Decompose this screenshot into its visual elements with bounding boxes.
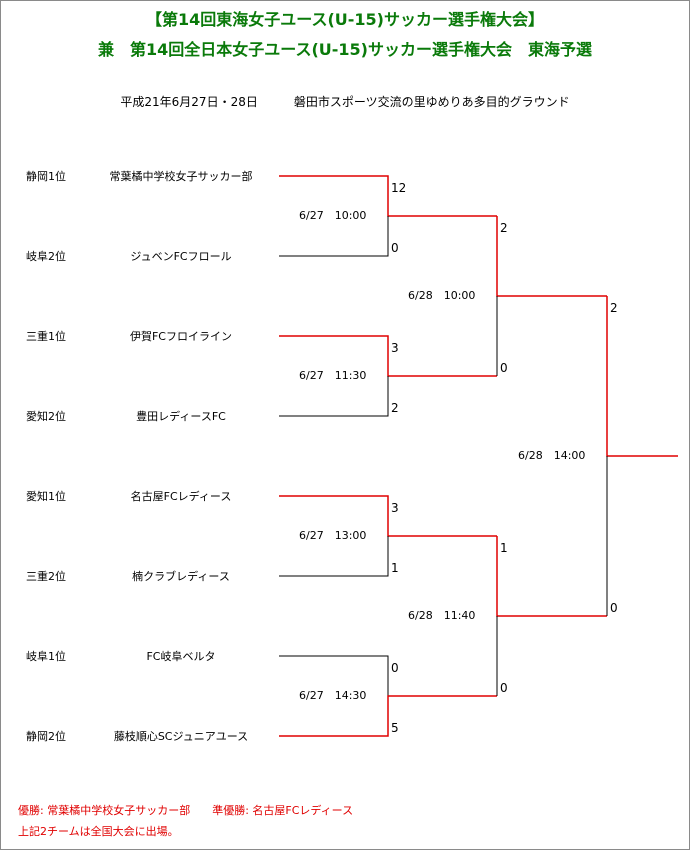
team-1-rank: 静岡1位: [26, 170, 66, 183]
r1m1-score-bottom: 0: [391, 241, 399, 255]
sf1-score-top: 2: [500, 221, 508, 235]
team-4-name: 豊田レディースFC: [136, 410, 226, 423]
r1m2-score-top: 3: [391, 341, 399, 355]
team-5-name: 名古屋FCレディース: [130, 490, 232, 503]
team-2-rank: 岐阜2位: [26, 250, 66, 263]
r1m2-score-bottom: 2: [391, 401, 399, 415]
team-7-rank: 岐阜1位: [26, 650, 66, 663]
r1m1-loser-line: [279, 216, 389, 257]
team-7-name: FC岐阜ベルタ: [146, 650, 216, 663]
r1m3-loser-line: [279, 536, 389, 577]
final-score-bottom: 0: [610, 601, 618, 615]
team-3-rank: 三重1位: [26, 330, 66, 343]
qualification-note: 上記2チームは全国大会に出場。: [18, 825, 179, 838]
team-5-rank: 愛知1位: [26, 490, 66, 503]
final-score-top: 2: [610, 301, 618, 315]
team-1-name: 常葉橘中学校女子サッカー部: [109, 170, 253, 183]
team-2-name: ジュベンFCフロール: [130, 250, 232, 263]
sf1-score-bottom: 0: [500, 361, 508, 375]
r1m4-score-top: 0: [391, 661, 399, 675]
team-6-name: 楠クラブレディース: [132, 570, 230, 583]
tournament-title: 【第14回東海女子ユース(U-15)サッカー選手権大会】: [146, 10, 544, 29]
team-3-name: 伊賀FCフロイライン: [129, 330, 232, 343]
r1m4-loser-line: [279, 655, 389, 696]
sf1-winner-line: [496, 216, 607, 297]
team-8-rank: 静岡2位: [26, 730, 66, 743]
team-8-name: 藤枝順心SCジュニアユース: [113, 730, 249, 743]
r1m4-score-bottom: 5: [391, 721, 399, 735]
r1m1-winner-line: [279, 175, 497, 217]
sf1-date: 6/28 10:00: [408, 289, 476, 302]
r1m3-date: 6/27 13:00: [299, 529, 367, 542]
team-6-rank: 三重2位: [26, 570, 66, 583]
r1m1-score-top: 12: [391, 181, 407, 195]
r1m2-date: 6/27 11:30: [299, 369, 367, 382]
r1m4-date: 6/27 14:30: [299, 689, 367, 702]
sf2-date: 6/28 11:40: [408, 609, 476, 622]
date-venue: 平成21年6月27日・28日 磐田市スポーツ交流の里ゆめりあ多目的グラウンド: [120, 95, 570, 109]
final-date: 6/28 14:00: [518, 449, 586, 462]
r1m2-loser-line: [279, 376, 389, 417]
r1m3-score-bottom: 1: [391, 561, 399, 575]
sf2-winner-line: [496, 536, 607, 617]
r1m4-winner-line: [279, 695, 497, 737]
r1m2-winner-line: [279, 335, 497, 377]
sf2-score-bottom: 0: [500, 681, 508, 695]
tournament-subtitle: 兼 第14回全日本女子ユース(U-15)サッカー選手権大会 東海予選: [98, 40, 592, 59]
r1m3-score-top: 3: [391, 501, 399, 515]
sf2-score-top: 1: [500, 541, 508, 555]
r1m3-winner-line: [279, 495, 497, 537]
final-winner-line: [606, 296, 678, 457]
team-4-rank: 愛知2位: [26, 410, 66, 423]
r1m1-date: 6/27 10:00: [299, 209, 367, 222]
result-summary: 優勝: 常葉橘中学校女子サッカー部 準優勝: 名古屋FCレディース: [18, 804, 354, 817]
